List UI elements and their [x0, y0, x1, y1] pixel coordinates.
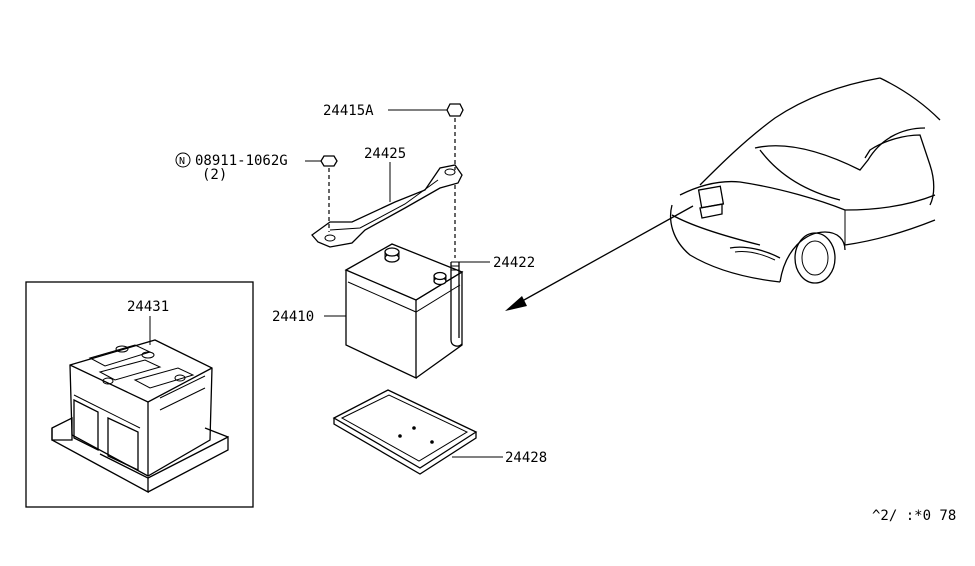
svg-text:(2): (2) — [202, 167, 227, 183]
battery-tray-icon — [332, 389, 478, 475]
bolt-08911-icon — [320, 155, 338, 232]
svg-text:24415A: 24415A — [323, 103, 374, 119]
label-cover: 24431 — [127, 299, 169, 345]
svg-text:24422: 24422 — [493, 255, 535, 271]
battery-cover-icon — [51, 339, 229, 494]
label-rod: 24422 — [493, 255, 535, 271]
label-bracket: 24425 — [364, 146, 406, 202]
svg-text:24428: 24428 — [505, 450, 547, 466]
label-nut-top: 24415A — [323, 103, 447, 119]
hold-down-bracket-icon — [311, 164, 463, 248]
svg-text:24431: 24431 — [127, 299, 169, 315]
svg-text:24410: 24410 — [272, 309, 314, 325]
reference-code: ^2/ :*0 78 — [872, 508, 956, 524]
battery-icon — [344, 243, 464, 380]
cover-frame — [25, 281, 254, 508]
svg-text:24425: 24425 — [364, 146, 406, 162]
svg-text:^2/ :*0 78: ^2/ :*0 78 — [872, 508, 956, 524]
label-battery: 24410 — [272, 309, 346, 325]
label-bolt-side: N 08911-1062G (2) — [175, 152, 321, 183]
rod-24422-icon — [450, 261, 490, 347]
pointer-arrow — [505, 205, 694, 311]
label-tray: 24428 — [452, 450, 547, 466]
svg-text:08911-1062G: 08911-1062G — [195, 153, 288, 169]
svg-text:N: N — [179, 156, 185, 167]
nut-24415A-icon — [446, 103, 464, 258]
car-outline-icon — [669, 77, 941, 284]
